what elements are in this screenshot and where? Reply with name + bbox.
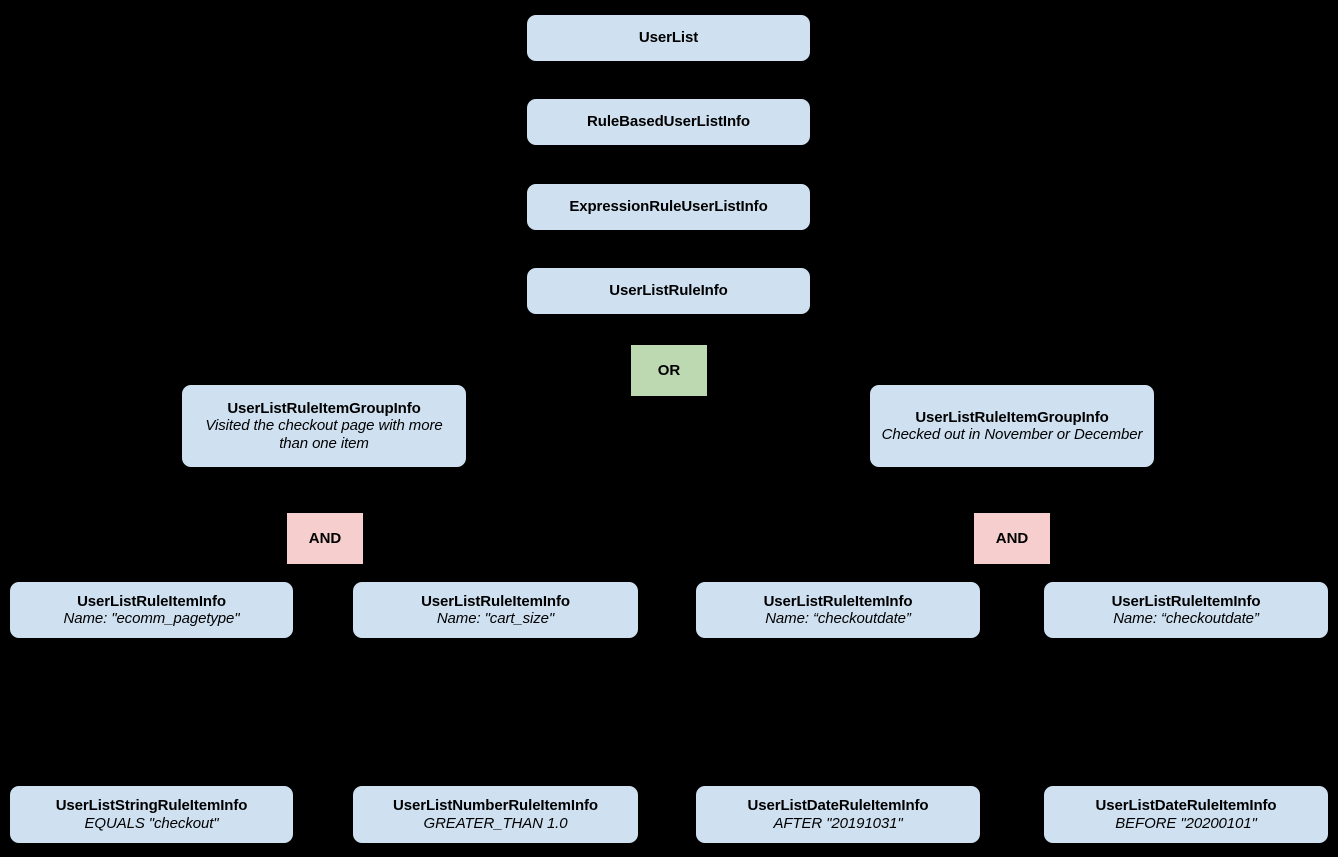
node-userlistdateruleiteminfo-after-title: UserListDateRuleItemInfo [747,797,929,815]
node-userlistruleitemgroupinfo-left-subtitle: Visited the checkout page with more than… [205,417,443,452]
edge-and-left-to-item-ecomm [150,563,326,583]
node-userliststringruleiteminfo-subtitle: EQUALS "checkout" [84,814,219,832]
node-userlistnumberruleiteminfo-subtitle: GREATER_THAN 1.0 [423,814,568,832]
node-rulebaseduserlistinfo-title: RuleBasedUserListInfo [587,113,750,131]
node-userlistruleinfo-title: UserListRuleInfo [609,282,728,300]
node-userlistruleitemgroupinfo-left-title: UserListRuleItemGroupInfo [227,400,421,418]
node-userliststringruleiteminfo-title: UserListStringRuleItemInfo [55,797,248,815]
node-userlist[interactable]: UserList [527,15,810,61]
edge-and-right-to-item-checkoutdate-2 [1011,563,1187,583]
node-operator-and-left-title: AND [308,529,342,547]
node-userlistdateruleiteminfo-before-title: UserListDateRuleItemInfo [1095,797,1277,815]
edge-ruleinfo-to-or [667,313,670,346]
node-operator-and-right[interactable]: AND [974,513,1050,564]
node-operator-or-title: OR [657,361,681,379]
edge-and-right-to-item-checkoutdate-1 [837,563,1013,583]
node-userlistruleiteminfo-checkoutdate-after-title: UserListRuleItemInfo [763,592,913,610]
node-userlistruleiteminfo-cart-size-title: UserListRuleItemInfo [421,592,570,610]
node-rulebaseduserlistinfo[interactable]: RuleBasedUserListInfo [527,99,810,145]
node-userlistruleinfo[interactable]: UserListRuleInfo [527,268,810,314]
node-expressionruleuserlistinfo-title: ExpressionRuleUserListInfo [569,198,768,216]
node-userlistnumberruleiteminfo-title: UserListNumberRuleItemInfo [393,797,598,815]
edge-group-left-to-and-left [323,466,326,514]
node-userlistruleitemgroupinfo-right-subtitle: Checked out in November or December [881,426,1143,443]
node-operator-and-right-title: AND [995,529,1029,547]
node-userlistruleiteminfo-checkoutdate-before-title: UserListRuleItemInfo [1111,592,1261,610]
node-operator-or[interactable]: OR [631,345,707,396]
node-userlist-title: UserList [638,29,699,47]
node-userlistruleitemgroupinfo-right-title: UserListRuleItemGroupInfo [915,408,1109,426]
node-userlistruleiteminfo-checkoutdate-after-subtitle: Name: “checkoutdate” [765,610,911,627]
node-userlistruleiteminfo-cart-size-subtitle: Name: "cart_size" [436,610,555,627]
node-expressionruleuserlistinfo[interactable]: ExpressionRuleUserListInfo [527,184,810,230]
node-userlistruleiteminfo-checkoutdate-before-subtitle: Name: “checkoutdate” [1113,610,1259,627]
node-userlistdateruleiteminfo-after-subtitle: AFTER "20191031" [773,814,903,832]
node-userlistruleiteminfo-ecomm-pagetype-title: UserListRuleItemInfo [77,592,226,610]
node-userlistruleiteminfo-ecomm-pagetype-subtitle: Name: "ecomm_pagetype" [63,610,240,627]
node-userlistdateruleiteminfo-before-subtitle: BEFORE "20200101" [1115,814,1257,832]
node-operator-and-left[interactable]: AND [287,513,363,564]
edge-and-left-to-item-cart [324,563,497,583]
